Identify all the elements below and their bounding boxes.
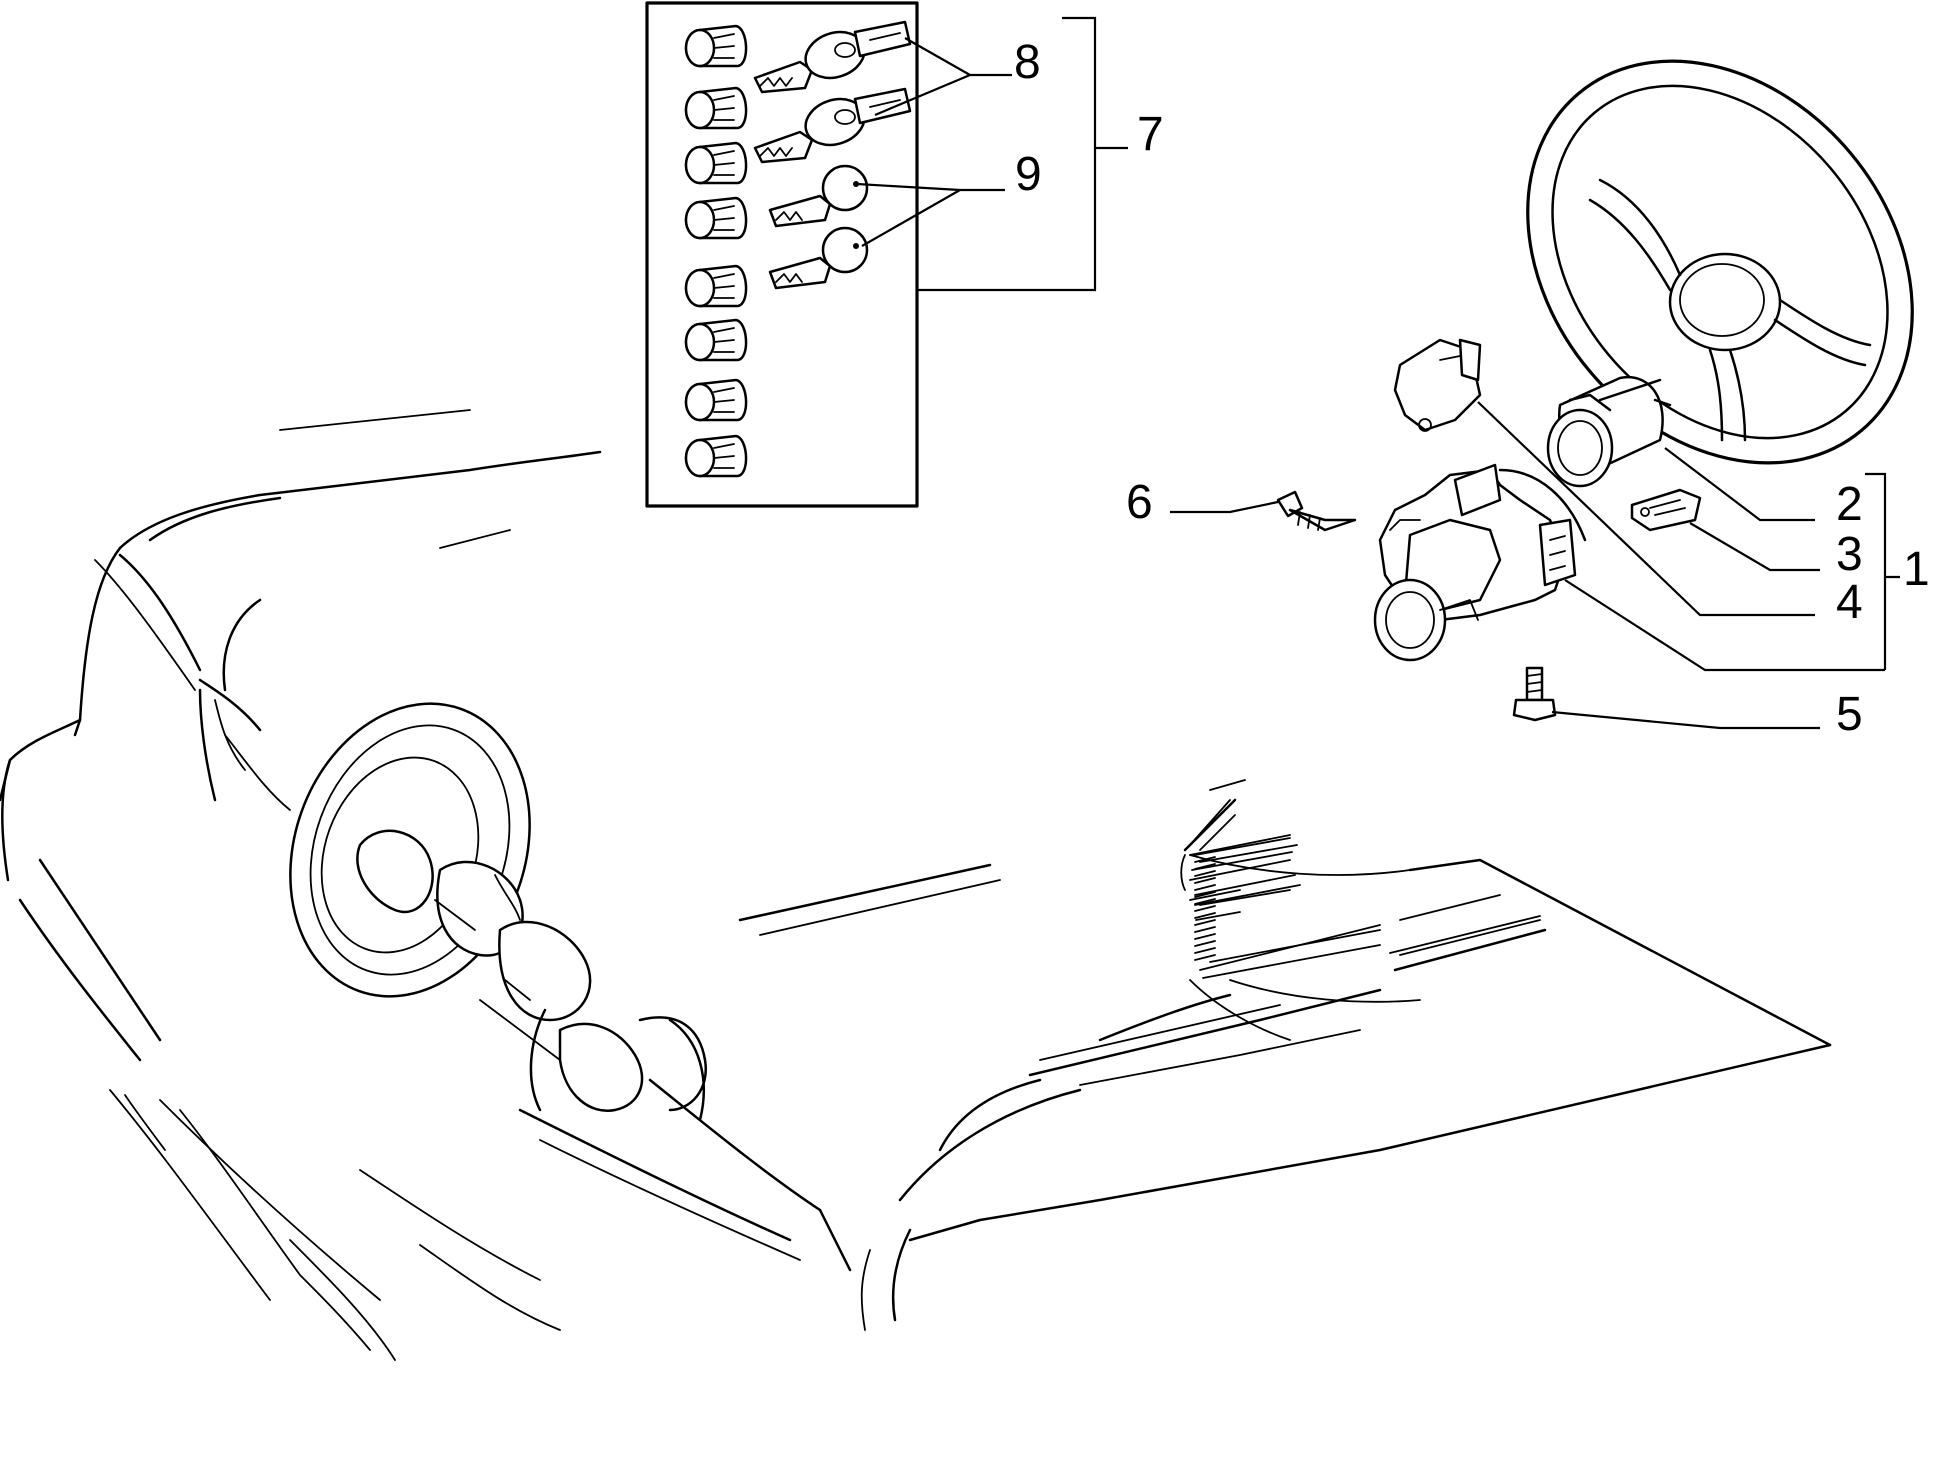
leader-1-part <box>1564 579 1885 672</box>
screw-part <box>1276 490 1357 532</box>
lock-barrel-icon <box>684 24 748 68</box>
coded-key-icon <box>753 87 912 164</box>
leader-8 <box>874 37 1012 117</box>
callout-8: 8 <box>1014 36 1041 89</box>
lock-barrel-icon <box>684 264 748 308</box>
key-icon <box>768 226 869 290</box>
callout-9: 9 <box>1015 148 1042 201</box>
bolt-part <box>1512 666 1557 722</box>
ignition-switch-body <box>1373 463 1587 662</box>
lock-barrel-icon <box>684 141 748 185</box>
leader-4 <box>1477 401 1815 617</box>
coded-key-icon <box>753 20 912 94</box>
lock-barrel-icon <box>684 378 748 422</box>
leader-9 <box>856 182 1005 247</box>
steering-wheel-illustration <box>1526 59 1914 465</box>
lock-barrel-icon <box>684 318 748 362</box>
lock-barrel-icon <box>684 196 748 240</box>
lock-cylinder-part <box>1546 375 1672 488</box>
lock-kit-box <box>645 1 919 508</box>
callout-6: 6 <box>1126 476 1153 529</box>
callout-3: 3 <box>1836 528 1863 581</box>
leader-3 <box>1689 522 1820 572</box>
callout-4: 4 <box>1836 576 1863 629</box>
callout-5: 5 <box>1836 688 1863 741</box>
bracket-1 <box>1865 472 1900 670</box>
lock-barrel-icon <box>684 86 748 130</box>
leader-5 <box>1551 710 1820 730</box>
switch-part <box>1630 488 1702 532</box>
callout-7: 7 <box>1137 108 1164 161</box>
contact-plate-part <box>1393 338 1482 432</box>
callout-1: 1 <box>1903 543 1930 596</box>
callout-2: 2 <box>1836 478 1863 531</box>
bracket-7 <box>917 16 1097 292</box>
dashboard-illustration <box>0 409 1832 1361</box>
lock-barrel-icons <box>684 24 748 478</box>
leader-6 <box>1170 500 1279 514</box>
lock-barrel-icon <box>684 434 748 478</box>
key-icon <box>768 164 869 228</box>
leader-2 <box>1664 447 1815 522</box>
